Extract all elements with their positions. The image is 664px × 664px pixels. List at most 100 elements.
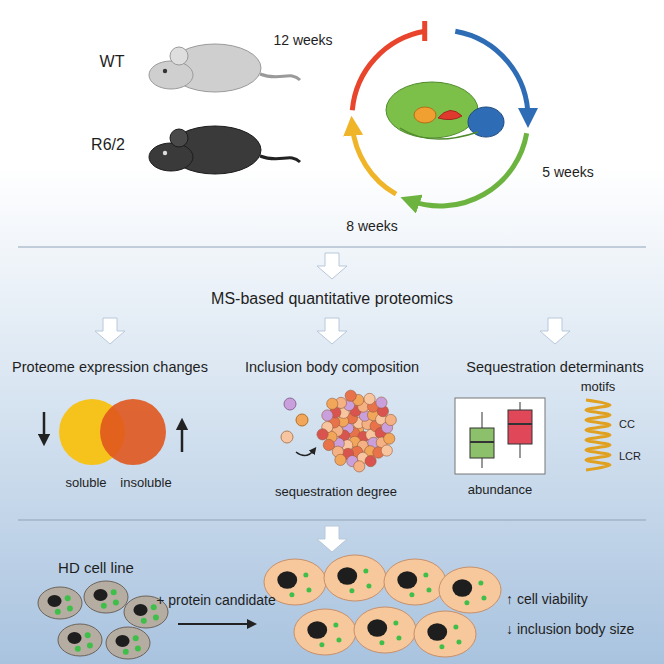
protein-particle [354, 461, 365, 472]
venn-label: soluble [65, 476, 106, 491]
nucleus [427, 623, 447, 640]
nucleus [47, 595, 61, 607]
nucleus [277, 571, 297, 588]
inclusion-dot [409, 592, 414, 597]
cell [294, 609, 356, 655]
inclusion-dot [55, 609, 61, 615]
nucleus [115, 635, 129, 647]
cell [414, 611, 476, 657]
inclusion-dot [426, 588, 431, 593]
nucleus [93, 589, 107, 601]
inclusion-dot [133, 635, 139, 641]
time-label: 8 weeks [346, 218, 397, 234]
inclusion-dot [67, 606, 73, 612]
section-heading: Sequestration determinants [466, 359, 643, 376]
cell-body [106, 627, 150, 659]
cell [38, 587, 82, 619]
nucleus [337, 567, 357, 584]
inclusion-dot [135, 646, 141, 652]
inclusion-dot [101, 603, 107, 609]
cell [84, 581, 128, 613]
inclusion-dot [85, 632, 91, 638]
inclusion-dot [393, 621, 398, 626]
nucleus [133, 604, 147, 616]
inclusion-dot [289, 592, 294, 597]
cell [384, 559, 446, 605]
cell-body [354, 607, 416, 653]
inclusion-dot [306, 588, 311, 593]
inclusion-dot [123, 649, 129, 655]
inclusion-dot [113, 600, 119, 606]
protein-particle [381, 445, 392, 456]
inclusion-dot [363, 569, 368, 574]
sub-label: sequestration degree [275, 485, 397, 500]
inclusion-dot [464, 600, 469, 605]
inclusion-dot [481, 596, 486, 601]
protein-particle [345, 390, 356, 401]
inclusion-dot [379, 640, 384, 645]
sub-label: motifs [581, 380, 616, 395]
flow-arrows [95, 253, 570, 552]
inclusion-dot [423, 573, 428, 578]
r62-mouse [149, 126, 300, 174]
time-label: 5 weeks [542, 164, 593, 180]
mouse-brain [386, 82, 504, 139]
boxplot [455, 398, 545, 474]
separator [18, 519, 646, 520]
inclusion-dot [336, 638, 341, 643]
inclusion-body [317, 390, 396, 472]
result-label: ↑ cell viability [506, 591, 588, 607]
wt-mouse [149, 44, 300, 92]
inclusion-dot [75, 646, 81, 652]
cell-lines [38, 555, 501, 659]
nucleus [397, 571, 417, 588]
group-label: R6/2 [91, 136, 125, 154]
inclusion-dot [151, 604, 157, 610]
flow-arrow [95, 318, 125, 344]
cell-body [38, 587, 82, 619]
cell-body [439, 567, 501, 613]
motif-label: CC [619, 418, 635, 431]
group-label: WT [100, 53, 125, 71]
inclusion-dot [141, 618, 147, 624]
cell-line-label: HD cell line [58, 559, 134, 576]
inclusion-dot [349, 588, 354, 593]
inclusion-dot [453, 625, 458, 630]
cell [439, 567, 501, 613]
treatment-label: + protein candidate [156, 592, 275, 608]
cell-body [324, 555, 386, 601]
protein-particle [335, 454, 346, 465]
time-cycle [352, 21, 528, 206]
nucleus [367, 619, 387, 636]
cell [324, 555, 386, 601]
inclusion-dot [366, 584, 371, 589]
section-heading: Inclusion body composition [245, 359, 419, 376]
inclusion-dot [333, 623, 338, 628]
nucleus [67, 632, 81, 644]
motif-label: LCR [619, 450, 641, 463]
nucleus [307, 621, 327, 638]
protein-particle [376, 397, 387, 408]
inclusion-dot [303, 573, 308, 578]
cell [58, 624, 102, 656]
protein-particle [322, 410, 333, 421]
venn-diagram [44, 399, 182, 465]
protein-particle [364, 393, 375, 404]
protein-particle [323, 439, 334, 450]
cell-body [414, 611, 476, 657]
protein-particle [384, 433, 395, 444]
method-title: MS-based quantitative proteomics [211, 290, 453, 308]
cell [106, 627, 150, 659]
inclusion-dot [319, 642, 324, 647]
helix-coil [586, 400, 610, 470]
inclusion-dot [456, 640, 461, 645]
flow-arrow [317, 526, 347, 552]
separator [18, 246, 646, 247]
section-heading: Proteome expression changes [12, 359, 208, 376]
cell [354, 607, 416, 653]
inclusion-dot [439, 644, 444, 649]
protein-particle [317, 429, 328, 440]
cell-body [84, 581, 128, 613]
treatment-arrow [178, 623, 252, 625]
result-label: ↓ inclusion body size [506, 621, 634, 637]
